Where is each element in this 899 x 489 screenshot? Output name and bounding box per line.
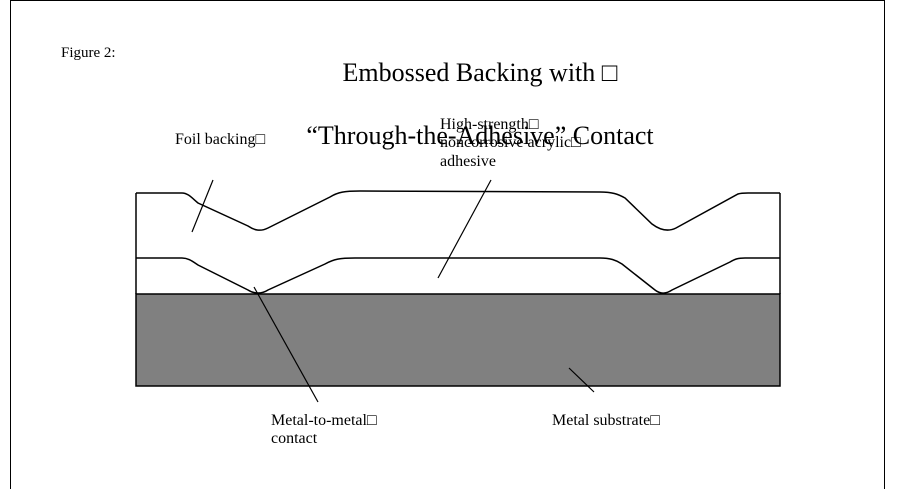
label-metal-contact: Metal-to-metal□ contact	[271, 412, 377, 448]
title-line-1: Embossed Backing with □	[342, 58, 618, 88]
label-metal-substrate: Metal substrate□	[552, 412, 660, 429]
leader-metal-substrate	[568, 367, 595, 393]
label-adhesive: High-strength□ noncorrosive acrylic□ adh…	[440, 116, 581, 170]
foil-adhesive-interface	[136, 257, 780, 294]
figure-frame	[10, 0, 885, 489]
metal-substrate-block	[135, 293, 781, 387]
leader-metal-contact	[253, 286, 319, 403]
figure-title: Embossed Backing with □ “Through-the-Adh…	[200, 26, 760, 182]
title-line-2: “Through-the-Adhesive” Contact	[306, 120, 654, 150]
figure-number: Figure 2:	[61, 45, 116, 61]
label-foil-backing: Foil backing□	[175, 131, 266, 148]
foil-top-surface	[136, 190, 780, 231]
leader-foil-backing	[191, 179, 214, 233]
leader-adhesive	[437, 179, 492, 279]
